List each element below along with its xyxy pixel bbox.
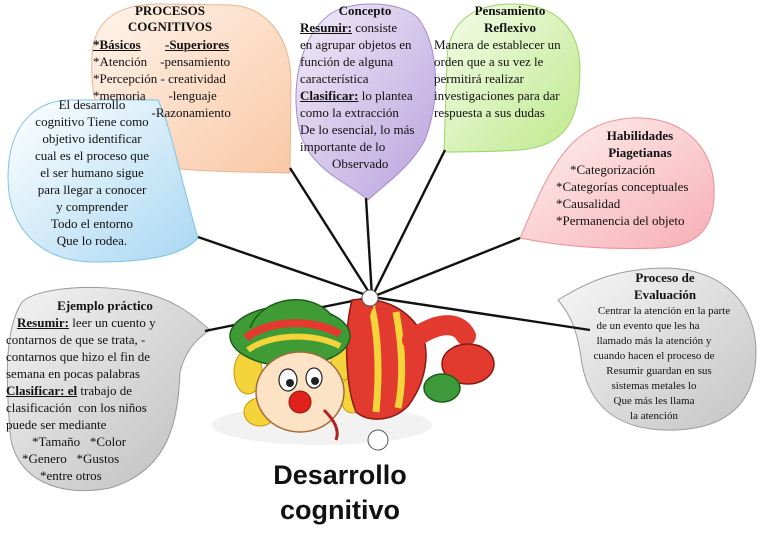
concepto-clasificar-tail: lo plantea xyxy=(358,88,413,103)
ejemplo-line: clasificación con los niños xyxy=(6,400,147,415)
desarrollo-line: cual es el proceso que xyxy=(34,148,150,163)
evaluacion-line: Resumir guardan en sus xyxy=(606,365,712,377)
pensamiento-line: permitirá realizar xyxy=(434,71,524,86)
main-title-line-1: Desarrollo xyxy=(273,460,407,490)
concepto-line: importante de lo xyxy=(300,139,386,154)
habilidades-item: *Categorías conceptuales xyxy=(556,179,689,194)
evaluacion-line: sistemas metales lo xyxy=(611,380,697,392)
ejemplo-line: *entre otros xyxy=(40,468,102,483)
evaluacion-title-2: Evaluación xyxy=(633,287,697,302)
ejemplo-clasificar-tail: trabajo de xyxy=(77,383,132,398)
concepto-line: característica xyxy=(300,71,369,86)
pensamiento-line: orden que a su vez le xyxy=(434,54,544,69)
main-title-line-2: cognitivo xyxy=(280,495,400,525)
pensamiento-line: investigaciones para dar xyxy=(434,88,560,103)
procesos-title-2: COGNITIVOS xyxy=(127,19,213,34)
habilidades-item: *Categorización xyxy=(570,162,656,177)
concepto-line: función de alguna xyxy=(300,54,394,69)
concepto-clasificar-label: Clasificar: xyxy=(300,88,359,103)
habilidades-item: *Permanencia del objeto xyxy=(556,213,685,228)
ejemplo-line: *Genero *Gustos xyxy=(22,451,120,466)
concepto-line: en agrupar objetos en xyxy=(300,37,412,52)
procesos-superiores-label: -Superiores xyxy=(165,37,230,52)
concepto-line: De lo esencial, lo más xyxy=(300,122,415,137)
balloon-concepto xyxy=(295,3,436,201)
concepto-resumir-label: Resumir: xyxy=(300,20,352,35)
pensamiento-line: respuesta a sus dudas xyxy=(434,105,545,120)
evaluacion-line: la atención xyxy=(630,410,678,422)
balloon-desarrollo xyxy=(7,99,199,263)
ejemplo-resumir: Resumir: leer un cuento y xyxy=(17,315,156,331)
concepto-resumir: Resumir: consiste xyxy=(300,20,397,36)
balloon-pensamiento xyxy=(443,3,581,153)
ejemplo-line: contarnos de que se trata, - xyxy=(6,332,146,347)
procesos-title-1: PROCESOS xyxy=(134,3,206,18)
procesos-row: *Percepción - creatividad xyxy=(93,71,226,86)
habilidades-title-1: Habilidades xyxy=(606,128,674,143)
desarrollo-line: y comprender xyxy=(56,199,128,214)
desarrollo-line: El desarrollo xyxy=(58,97,126,112)
balloon-ejemplo xyxy=(6,286,211,492)
concepto-line: Observado xyxy=(332,156,389,171)
desarrollo-line: Que lo rodea. xyxy=(56,233,128,248)
pensamiento-title-1: Pensamiento xyxy=(474,3,546,18)
main-title: Desarrollo cognitivo xyxy=(220,458,460,528)
evaluacion-line: Que más les llama xyxy=(613,395,695,407)
habilidades-title-2: Piagetianas xyxy=(608,145,672,160)
ejemplo-clasificar: Clasificar: el trabajo de xyxy=(6,383,132,399)
ejemplo-line: semana en pocas palabras xyxy=(6,366,140,381)
evaluacion-line: Centrar la atención en la parte xyxy=(597,305,731,317)
concepto-resumir-tail: consiste xyxy=(352,20,398,35)
desarrollo-line: cognitivo Tiene como xyxy=(35,114,149,129)
habilidades-item: *Causalidad xyxy=(556,196,621,211)
evaluacion-line: de un evento que les ha xyxy=(596,320,700,332)
concepto-clasificar: Clasificar: lo plantea xyxy=(300,88,413,104)
procesos-row: -Razonamiento xyxy=(93,105,231,120)
desarrollo-line: para llegar a conocer xyxy=(37,182,147,197)
evaluacion-title-1: Proceso de xyxy=(635,270,695,285)
concepto-title: Concepto xyxy=(338,3,392,18)
ejemplo-resumir-label: Resumir: xyxy=(17,315,69,330)
desarrollo-line: el ser humano sigue xyxy=(40,165,144,180)
ejemplo-title: Ejemplo práctico xyxy=(57,298,153,313)
ejemplo-line: puede ser mediante xyxy=(6,417,107,432)
ejemplo-clasificar-label: Clasificar: el xyxy=(6,383,78,398)
evaluacion-line: llamado más la atención y xyxy=(596,335,712,347)
procesos-basicos-label: *Básicos xyxy=(93,37,141,52)
concepto-line: como la extracción xyxy=(300,105,399,120)
procesos-row: *memoria -lenguaje xyxy=(93,88,217,103)
clown-illustration xyxy=(212,289,495,451)
ejemplo-line: contarnos que hizo el fin de xyxy=(6,349,151,364)
balloon-habilidades xyxy=(519,117,715,250)
ejemplo-line: *Tamaño *Color xyxy=(32,434,127,449)
desarrollo-line: objetivo identificar xyxy=(42,131,142,146)
balloon-evaluacion xyxy=(557,267,757,431)
pensamiento-title-2: Reflexivo xyxy=(484,20,536,35)
procesos-row: *Atención -pensamiento xyxy=(93,54,231,69)
desarrollo-line: Todo el entorno xyxy=(50,216,134,231)
evaluacion-line: cuando hacen el proceso de xyxy=(593,350,715,362)
ejemplo-resumir-tail: leer un cuento y xyxy=(69,315,156,330)
pensamiento-line: Manera de establecer un xyxy=(434,37,561,52)
